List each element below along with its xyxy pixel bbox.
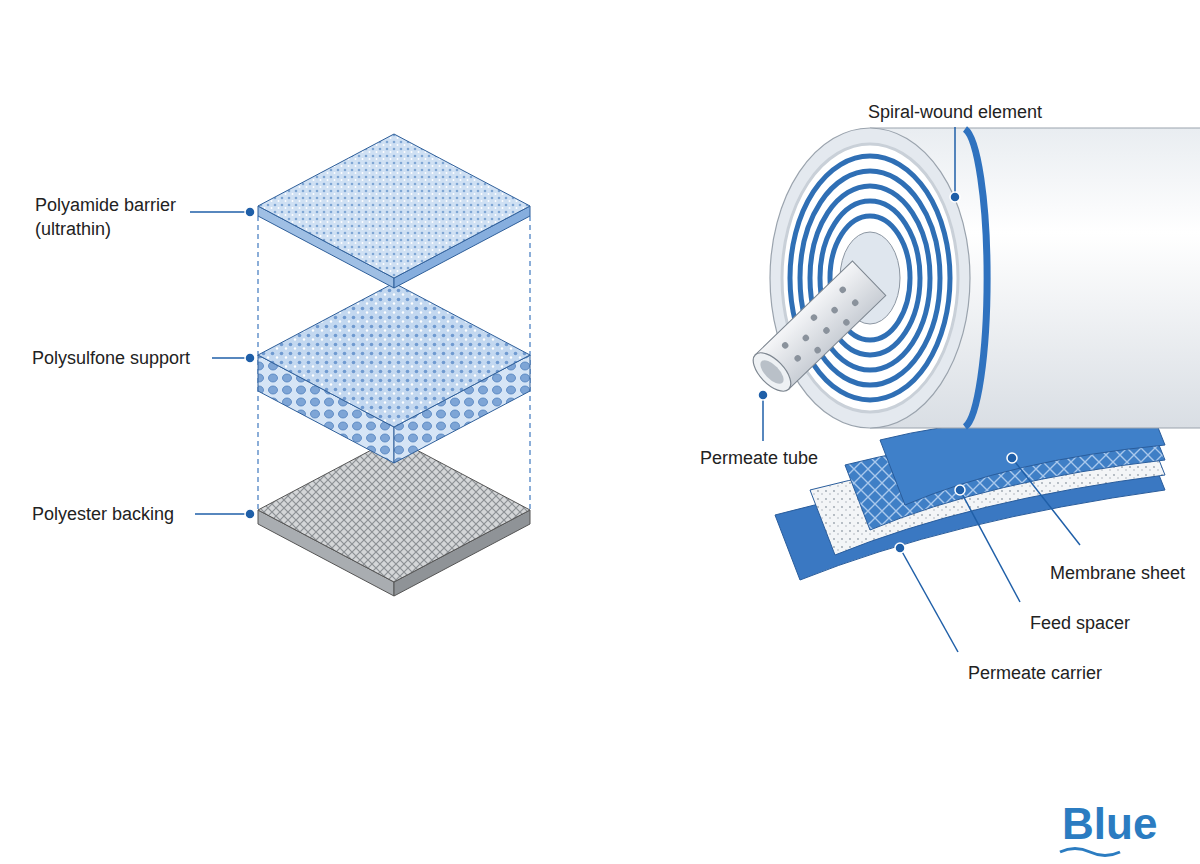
part-label: Permeate tube [700,446,818,470]
leader-dot [245,192,1017,553]
part-label: Polyester backing [32,502,174,526]
part-label: Polysulfone support [32,346,190,370]
unrolled-sheets [775,418,1165,581]
polyamide-layer [258,134,530,288]
leader-line [190,127,1080,652]
part-label: Spiral-wound element [868,100,1042,124]
logo-wave [1060,849,1120,856]
part-label: Membrane sheet [1050,561,1185,585]
part-label: Polyamide barrier (ultrathin) [35,193,195,242]
polysulfone-layer [258,283,530,463]
logo-text: Blue [1062,800,1157,848]
permeate-tube [747,261,886,398]
part-label: Permeate carrier [968,661,1102,685]
part-label: Feed spacer [1030,611,1130,635]
